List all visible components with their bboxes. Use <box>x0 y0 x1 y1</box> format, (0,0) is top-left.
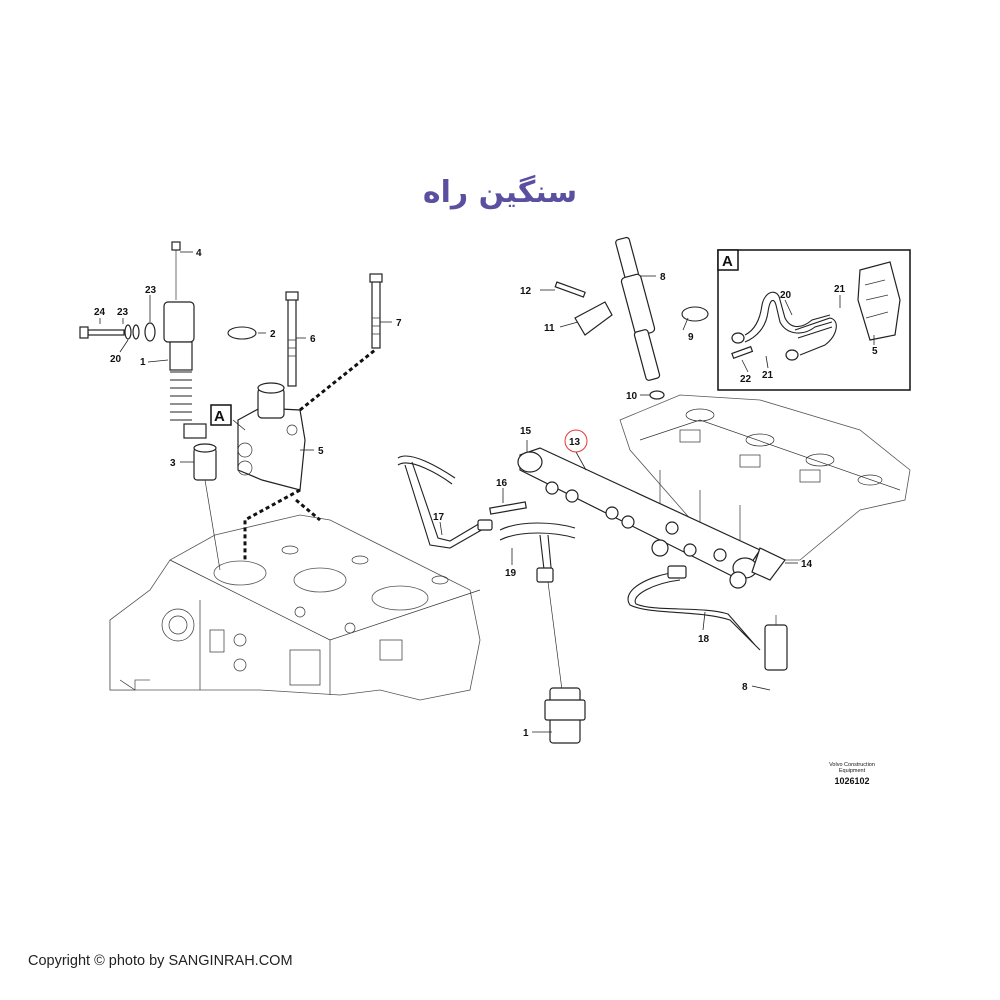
callout-1: 1 <box>140 357 146 368</box>
injector-8-lower <box>764 615 788 671</box>
callout-16: 16 <box>496 478 508 489</box>
rocker-bracket-5 <box>237 348 376 560</box>
stamp-number: 1026102 <box>834 776 870 786</box>
detail-callout-21-top: 21 <box>834 284 846 295</box>
injector-8-right <box>615 236 665 400</box>
brand-logo: سنگین راه <box>422 175 578 210</box>
detail-a-label: A <box>722 253 733 270</box>
engine-block-left <box>109 514 481 701</box>
callout-18: 18 <box>698 634 710 645</box>
callout-15: 15 <box>520 426 532 437</box>
highlight-circle <box>564 429 588 453</box>
callout-8-lower: 8 <box>742 682 748 693</box>
callouts-right: 12 11 8 9 10 15 13 16 17 19 14 18 8 1 <box>433 272 813 739</box>
callout-24: 24 <box>94 307 106 318</box>
callout-8: 8 <box>660 272 666 283</box>
leader-lines <box>99 251 875 733</box>
callout-1-lower: 1 <box>523 728 529 739</box>
callout-23-b: 23 <box>117 307 129 318</box>
detail-callout-20: 20 <box>780 290 792 301</box>
detail-a-inset <box>717 249 911 391</box>
callout-13: 13 <box>569 437 581 448</box>
o-ring-2 <box>227 326 257 340</box>
callout-19: 19 <box>505 568 517 579</box>
callout-11: 11 <box>544 323 555 334</box>
drawing-stamp: Volvo Construction Equipment 1026102 <box>814 762 890 786</box>
detail-callout-22: 22 <box>740 374 752 385</box>
pipe-19 <box>499 522 576 691</box>
copyright-notice: Copyright © photo by SANGINRAH.COM <box>28 953 293 969</box>
view-marker-a-label: A <box>214 408 225 425</box>
bolt-24-washers <box>79 322 156 342</box>
pipe-17 <box>397 455 493 549</box>
pipe-18 <box>627 565 761 651</box>
callout-2: 2 <box>270 329 276 340</box>
bolt-16 <box>489 501 527 515</box>
callout-4: 4 <box>196 248 202 259</box>
callout-14: 14 <box>801 559 813 570</box>
callout-7: 7 <box>396 318 402 329</box>
clamp-11-bolt-12 <box>554 281 709 336</box>
callouts-detail-a: A 20 21 5 22 21 <box>722 253 878 385</box>
callout-12: 12 <box>520 286 532 297</box>
callout-23-a: 23 <box>145 285 157 296</box>
unit-injector <box>163 241 221 571</box>
callout-9: 9 <box>688 332 694 343</box>
bolts-6-7 <box>285 273 383 387</box>
detail-callout-21-bottom: 21 <box>762 370 774 381</box>
callout-10: 10 <box>626 391 638 402</box>
pump-1-lower <box>544 687 586 744</box>
callout-6: 6 <box>310 334 316 345</box>
callout-3: 3 <box>170 458 176 469</box>
callout-20: 20 <box>110 354 122 365</box>
stamp-organization: Volvo Construction Equipment <box>829 762 875 774</box>
view-marker-a: A <box>210 404 232 426</box>
detail-callout-5: 5 <box>872 346 878 357</box>
fuel-rail-13 <box>517 447 786 589</box>
callouts-left: 4 23 23 24 20 1 2 6 7 3 5 <box>94 248 402 469</box>
callout-5: 5 <box>318 446 324 457</box>
callout-17: 17 <box>433 512 445 523</box>
